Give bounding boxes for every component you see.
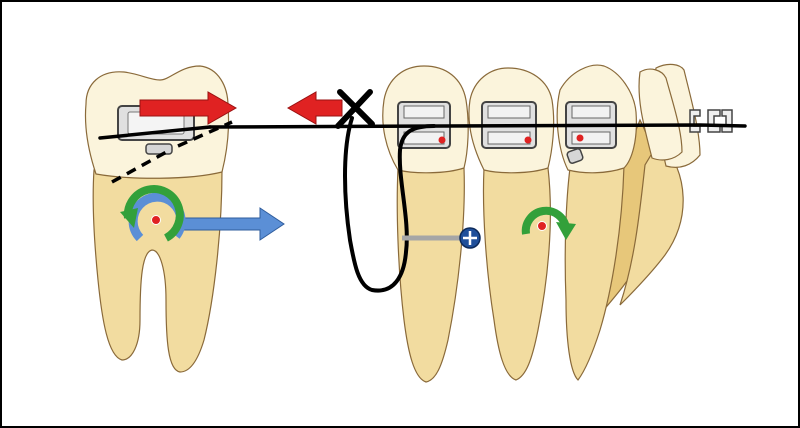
canine-rotation [521,206,576,240]
bracket-premolar-2-wing-top [487,105,531,119]
molar-force-arrow [139,91,238,125]
molar-translation-arrow [175,207,285,241]
lateral-incisor-root [619,138,684,306]
incisor-crowns [638,63,701,168]
archwire-molar-segment [98,125,212,140]
bracket-canine-dot [576,134,584,142]
canine-rotation-arc [521,206,570,235]
molar-tube-hook [145,143,173,155]
bracket-premolar-2-dot [524,136,532,144]
archwire-dashed-path [111,120,233,184]
main-archwire [208,123,747,129]
molar-rotation-green-head [120,208,138,228]
bracket-premolar-1-wing-bottom [403,131,445,145]
bracket-premolar-2-wing-bottom [487,131,531,145]
bracket-premolar-1-dot [438,136,446,144]
bracket-premolar-1-wing-top [403,105,445,119]
molar-center-dot [151,215,161,225]
x-cross-icon [335,89,375,129]
anterior-force-arrow [286,91,343,125]
canine-rotation-head [556,222,576,240]
circle-plus-icon [459,227,481,249]
bracket-canine-wing-top [571,105,611,119]
canine-center-dot [537,221,547,231]
molar-rotation-green [123,185,184,242]
curved-rotation-arrow-icon [120,185,186,242]
auxiliary-loop-wire [343,116,436,293]
bracket-canine-hook [566,148,584,164]
